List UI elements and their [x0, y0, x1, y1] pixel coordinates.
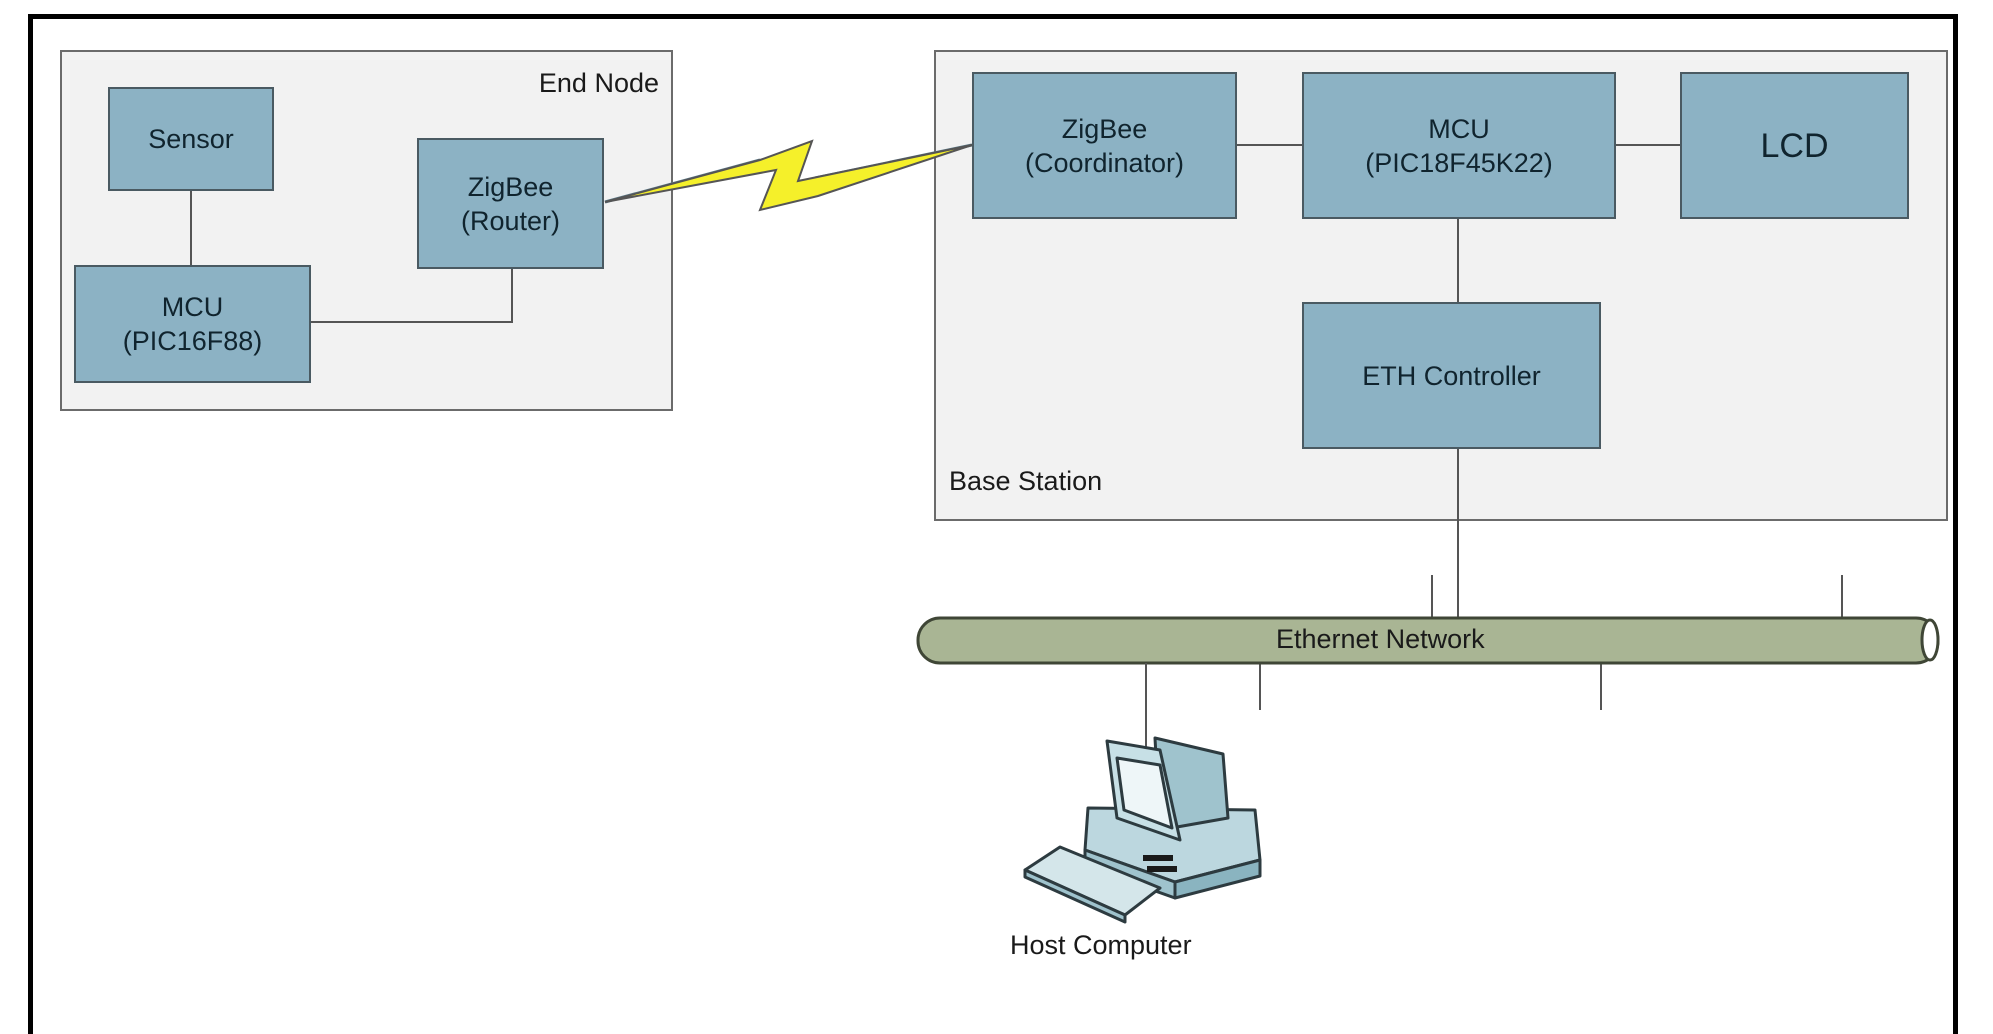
mcu-base-station-block: MCU (PIC18F45K22) [1302, 72, 1616, 219]
mcu-end-node-block: MCU (PIC16F88) [74, 265, 311, 383]
zigbee-coordinator-line2: (Coordinator) [1024, 147, 1185, 178]
ethernet-pipe [916, 616, 1940, 665]
zigbee-coordinator-block: ZigBee (Coordinator) [972, 72, 1237, 219]
sensor-block: Sensor [108, 87, 274, 191]
end-node-label: End Node [538, 68, 659, 98]
eth-controller-block: ETH Controller [1302, 302, 1601, 449]
mcu-end-line2: (PIC16F88) [122, 326, 263, 356]
base-station-label: Base Station [949, 466, 1103, 496]
lcd-block: LCD [1680, 72, 1909, 219]
zigbee-router-line1: ZigBee [467, 171, 554, 202]
zigbee-router-line2: (Router) [460, 205, 561, 236]
zigbee-coordinator-line1: ZigBee [1061, 113, 1148, 144]
sensor-label: Sensor [148, 124, 234, 154]
eth-controller-label: ETH Controller [1362, 360, 1541, 391]
ethernet-network-label: Ethernet Network [1276, 624, 1485, 654]
mcu-base-line1: MCU [1428, 113, 1490, 144]
zigbee-router-block: ZigBee (Router) [417, 138, 604, 269]
wireless-link [604, 139, 973, 212]
host-computer-icon [1023, 736, 1262, 924]
mcu-end-line1: MCU [161, 292, 224, 322]
link-mcu-router [310, 268, 513, 323]
lcd-label: LCD [1760, 126, 1829, 165]
host-computer-label: Host Computer [1010, 930, 1192, 960]
mcu-base-line2: (PIC18F45K22) [1365, 147, 1553, 178]
lightning-icon [604, 139, 973, 212]
